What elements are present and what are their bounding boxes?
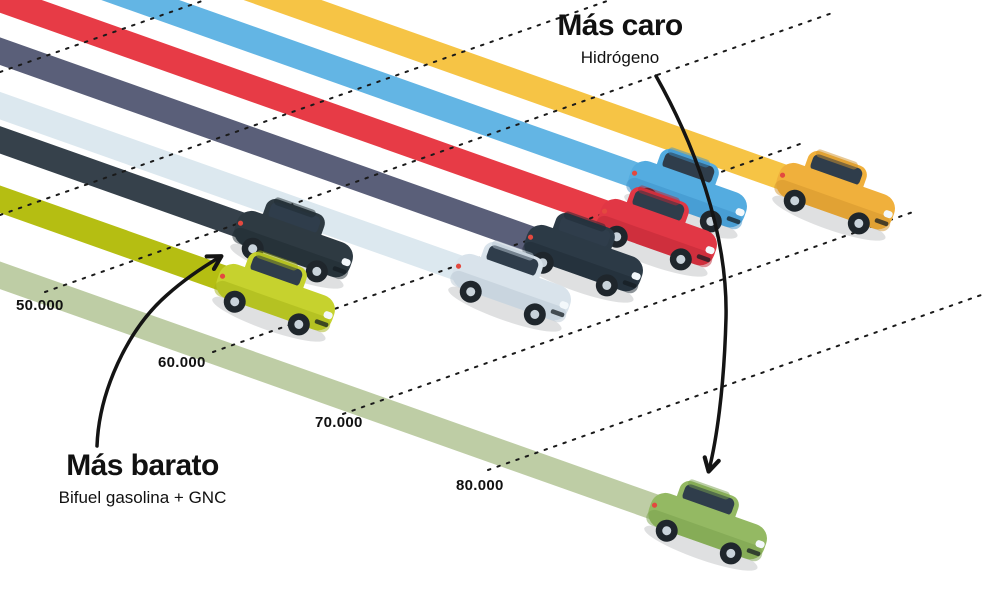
lane-slate (0, 37, 589, 271)
lane-charcoal (0, 126, 299, 257)
annotation-mas-barato-title: Más barato (66, 449, 219, 482)
price-gridline-extra-0 (0, 0, 206, 73)
car-red (594, 185, 717, 277)
lane-yellow (243, 0, 841, 209)
lane-sky-blue (101, 0, 693, 207)
lane-pale-blue (0, 91, 517, 300)
car-yellow (772, 149, 895, 241)
annotation-mas-caro-subtitle: Hidrógeno (580, 47, 660, 67)
axis-tick-80000: 80.000 (456, 477, 504, 494)
axis-tick-50000: 50.000 (16, 297, 64, 314)
lane-red (0, 0, 663, 245)
annotation-mas-barato-subtitle: Bifuel gasolina + GNC (58, 487, 227, 507)
arrow-to-cheap (95, 254, 224, 448)
car-olive (212, 250, 335, 342)
price-gridline-extra-1 (0, 0, 611, 216)
arrow-to-expensive (654, 74, 728, 474)
car-sage-green (644, 479, 767, 571)
car-slate (520, 211, 643, 303)
car-pale-blue (448, 240, 571, 332)
annotation-mas-caro: Más caro Hidrógeno (535, 10, 705, 68)
price-gridline-80000 (487, 293, 984, 471)
axis-tick-60000: 60.000 (158, 354, 206, 371)
price-gridline-50000 (44, 11, 836, 293)
axis-tick-70000: 70.000 (315, 414, 363, 431)
price-gridline-70000 (342, 211, 914, 415)
annotation-mas-caro-title: Más caro (557, 9, 683, 42)
lane-sage-green (0, 261, 713, 539)
lane-olive (0, 185, 281, 310)
annotation-mas-barato: Más barato Bifuel gasolina + GNC (40, 450, 245, 508)
